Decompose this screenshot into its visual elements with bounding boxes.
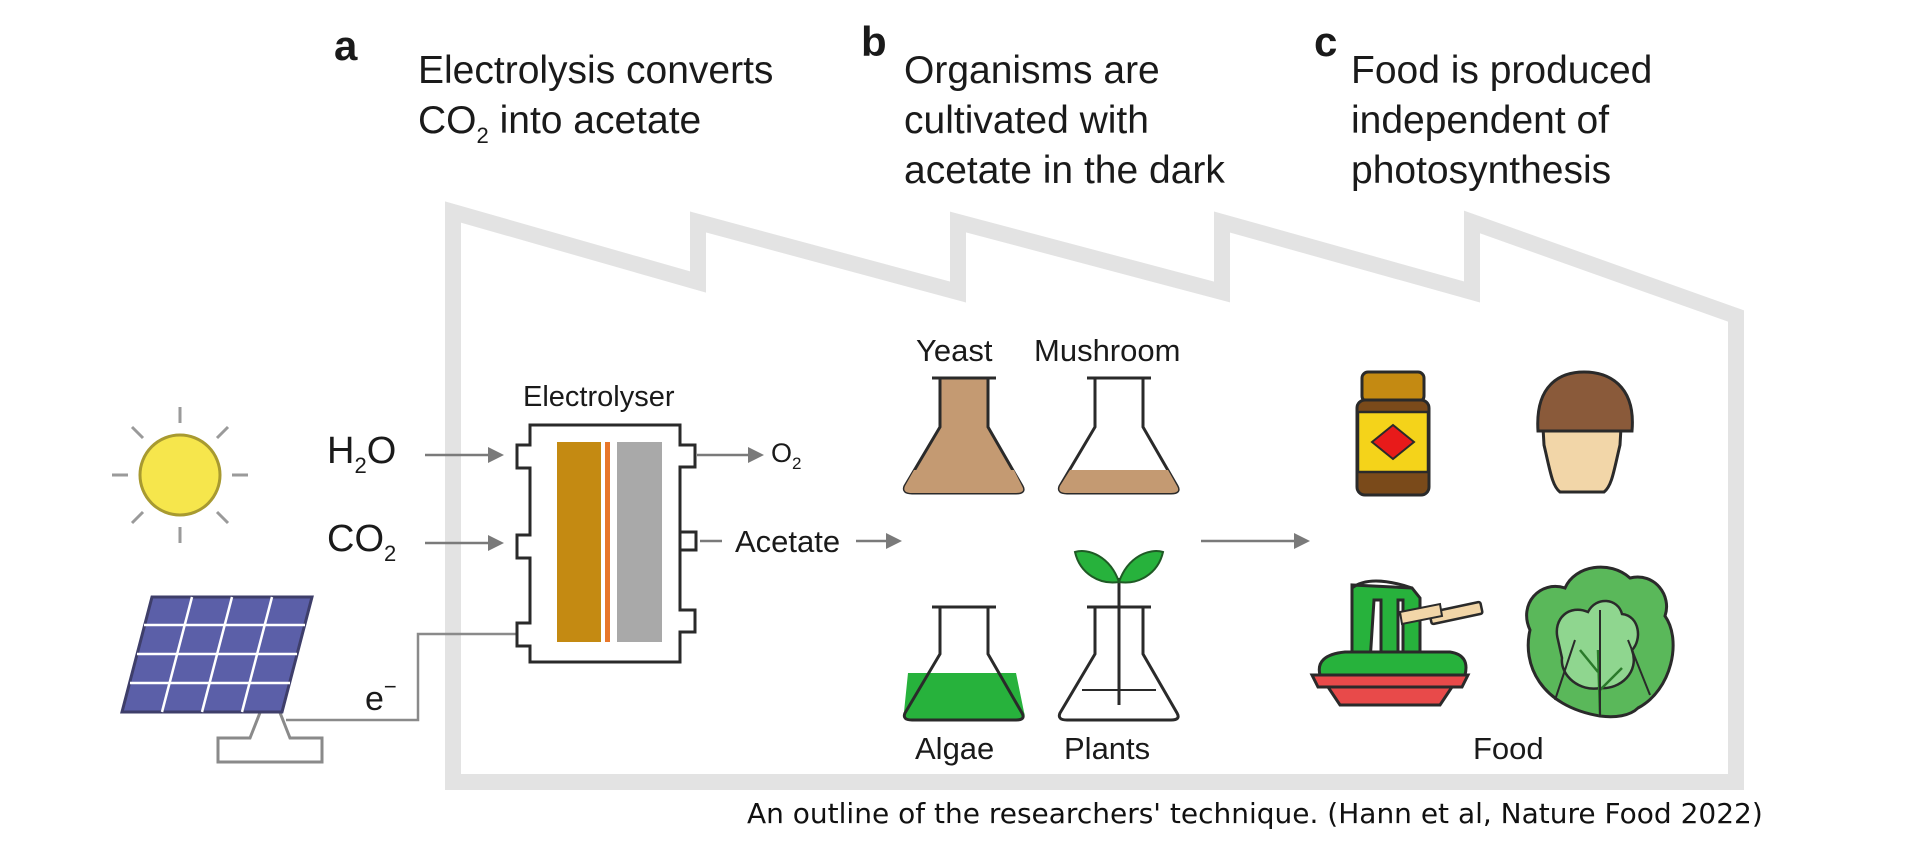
electrolyser-label: Electrolyser xyxy=(523,381,675,413)
panel-title-b-line-3: acetate in the dark xyxy=(904,149,1225,192)
h2o-label: H2O xyxy=(327,430,397,478)
electron-wire xyxy=(286,632,518,722)
panel-title-a-line-1: Electrolysis converts xyxy=(418,49,774,92)
panel-title-c-line-3: photosynthesis xyxy=(1351,149,1612,192)
yeast-label: Yeast xyxy=(916,333,993,368)
panel-title-a: Electrolysis converts CO2 into acetate xyxy=(418,46,773,151)
co2-label: CO2 xyxy=(327,518,397,566)
lettuce-icon xyxy=(1525,565,1675,719)
plants-label: Plants xyxy=(1064,731,1151,766)
flask-icon xyxy=(1057,376,1180,495)
panel-letter-b: b xyxy=(861,18,887,65)
electron-label: e− xyxy=(365,674,397,718)
panel-title-b-line-2: cultivated with xyxy=(904,99,1149,142)
jar-icon xyxy=(1355,370,1431,497)
panel-letter-c: c xyxy=(1314,18,1338,65)
solar-panel-icon xyxy=(120,595,324,764)
o2-label: O2 xyxy=(771,438,802,473)
output-arrows xyxy=(697,447,1310,549)
flask-icon xyxy=(902,605,1025,722)
mushroom-icon xyxy=(1536,370,1634,494)
acetate-label: Acetate xyxy=(735,524,841,559)
panel-title-b-line-1: Organisms are xyxy=(904,49,1160,92)
flask-icon xyxy=(902,376,1025,495)
panel-title-c-line-2: independent of xyxy=(1351,99,1610,142)
input-arrows xyxy=(425,447,504,551)
panel-title-c: Food is produced independent of photosyn… xyxy=(1351,46,1652,196)
algae-label: Algae xyxy=(915,731,995,766)
sun-icon xyxy=(112,407,248,543)
food-label: Food xyxy=(1473,731,1544,766)
mushroom-label: Mushroom xyxy=(1034,333,1181,368)
panel-letter-a: a xyxy=(334,22,358,69)
factory-outline xyxy=(445,201,1744,790)
noodles-icon xyxy=(1309,579,1484,707)
figure-caption: An outline of the researchers' technique… xyxy=(747,797,1763,830)
sprout-icon xyxy=(1057,550,1180,722)
panel-title-b: Organisms are cultivated with acetate in… xyxy=(904,46,1225,196)
electrolyser-icon xyxy=(515,423,698,664)
panel-title-a-line-2: CO2 into acetate xyxy=(418,99,702,148)
panel-title-c-line-1: Food is produced xyxy=(1351,49,1653,92)
